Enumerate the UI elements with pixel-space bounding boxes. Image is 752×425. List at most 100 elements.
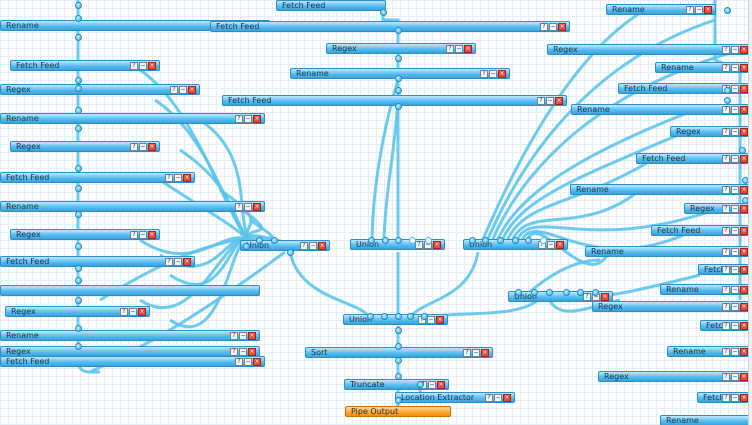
minimize-icon[interactable]: − [174,258,182,266]
help-icon[interactable]: ? [722,46,730,54]
terminal-connector[interactable] [409,237,416,244]
close-icon[interactable]: × [601,293,609,301]
terminal-connector[interactable] [482,237,489,244]
module-regex[interactable]: Regex?−× [592,301,752,312]
terminal-connector[interactable] [368,237,375,244]
module-fetch-feed[interactable]: Fetch Feed?−× [10,60,160,71]
minimize-icon[interactable]: − [455,45,463,53]
terminal-connector[interactable] [417,381,424,388]
terminal-connector[interactable] [381,313,388,320]
module-fetch-feed[interactable]: Fetch Feed?−× [697,392,752,403]
minimize-icon[interactable]: − [174,174,182,182]
module-fetch-feed[interactable]: Fetch Feed?−× [698,264,752,275]
module-regex[interactable]: Regex?−× [547,44,752,55]
terminal-connector[interactable] [256,237,263,244]
help-icon[interactable]: ? [235,115,243,123]
minimize-icon[interactable]: − [309,242,317,250]
module-rename[interactable]: Rename?−× [0,330,260,341]
terminal-connector[interactable] [75,165,82,172]
minimize-icon[interactable]: − [731,348,739,356]
close-icon[interactable]: × [740,266,748,274]
help-icon[interactable]: ? [722,394,730,402]
module-fetch-feed[interactable]: Fetch Feed [276,0,386,11]
terminal-connector[interactable] [425,237,432,244]
module-rename[interactable]: Rename?−× [0,201,265,212]
minimize-icon[interactable]: − [139,62,147,70]
help-icon[interactable]: ? [235,203,243,211]
close-icon[interactable]: × [556,241,564,249]
minimize-icon[interactable]: − [546,97,554,105]
terminal-connector[interactable] [395,87,402,94]
help-icon[interactable]: ? [722,227,730,235]
help-icon[interactable]: ? [230,348,238,356]
help-icon[interactable]: ? [130,231,138,239]
terminal-connector[interactable] [75,265,82,272]
module-rename[interactable]: Rename [660,415,752,425]
module-fetch-feed[interactable]: Fetch Feed?−× [651,225,752,236]
terminal-connector[interactable] [592,289,599,296]
minimize-icon[interactable]: − [472,349,480,357]
terminal-connector[interactable] [75,277,82,284]
module-fetch-feed[interactable]: Fetch Feed?−× [0,256,195,267]
terminal-connector[interactable] [75,343,82,350]
close-icon[interactable]: × [188,86,196,94]
terminal-connector[interactable] [546,289,553,296]
module-regex[interactable]: Regex?−× [326,43,476,54]
help-icon[interactable]: ? [120,308,128,316]
help-icon[interactable]: ? [722,286,730,294]
minimize-icon[interactable]: − [731,322,739,330]
help-icon[interactable]: ? [130,143,138,151]
module-fetch-feed[interactable]: Fetch Feed?−× [210,21,570,32]
minimize-icon[interactable]: − [244,115,252,123]
close-icon[interactable]: × [498,70,506,78]
close-icon[interactable]: × [138,308,146,316]
minimize-icon[interactable]: − [731,394,739,402]
module-regex[interactable]: Regex?−× [684,203,752,214]
close-icon[interactable]: × [740,106,748,114]
terminal-connector[interactable] [75,15,82,22]
help-icon[interactable]: ? [722,64,730,72]
module-regex[interactable]: Regex?−× [670,126,752,137]
close-icon[interactable]: × [248,332,256,340]
terminal-connector[interactable] [75,34,82,41]
close-icon[interactable]: × [740,373,748,381]
terminal-connector[interactable] [271,237,278,244]
minimize-icon[interactable]: − [695,6,703,14]
vertical-scrollbar[interactable] [748,0,752,425]
help-icon[interactable]: ? [722,248,730,256]
module-rename[interactable]: Rename?−× [660,284,752,295]
minimize-icon[interactable]: − [428,381,436,389]
minimize-icon[interactable]: − [731,248,739,256]
close-icon[interactable]: × [740,64,748,72]
close-icon[interactable]: × [704,6,712,14]
minimize-icon[interactable]: − [731,128,739,136]
terminal-connector[interactable] [512,237,519,244]
module-regex[interactable]: Regex?−× [10,141,160,152]
close-icon[interactable]: × [740,348,748,356]
terminal-connector[interactable] [75,107,82,114]
help-icon[interactable]: ? [722,266,730,274]
close-icon[interactable]: × [558,23,566,31]
close-icon[interactable]: × [148,231,156,239]
terminal-connector[interactable] [75,77,82,84]
terminal-connector[interactable] [540,237,547,244]
close-icon[interactable]: × [740,186,748,194]
terminal-connector[interactable] [577,289,584,296]
terminal-connector[interactable] [395,313,402,320]
help-icon[interactable]: ? [540,23,548,31]
module-regex[interactable]: Regex?−× [598,371,752,382]
close-icon[interactable]: × [740,394,748,402]
module-rename[interactable]: Rename?−× [571,104,752,115]
minimize-icon[interactable]: − [731,155,739,163]
close-icon[interactable]: × [503,394,511,402]
terminal-connector[interactable] [75,243,82,250]
terminal-connector[interactable] [469,237,476,244]
module-rename[interactable]: Rename?−× [606,4,716,15]
minimize-icon[interactable]: − [489,70,497,78]
help-icon[interactable]: ? [415,241,423,249]
close-icon[interactable]: × [740,286,748,294]
close-icon[interactable]: × [253,203,261,211]
minimize-icon[interactable]: − [731,106,739,114]
close-icon[interactable]: × [318,242,326,250]
module-rename[interactable]: Rename?−× [585,246,752,257]
